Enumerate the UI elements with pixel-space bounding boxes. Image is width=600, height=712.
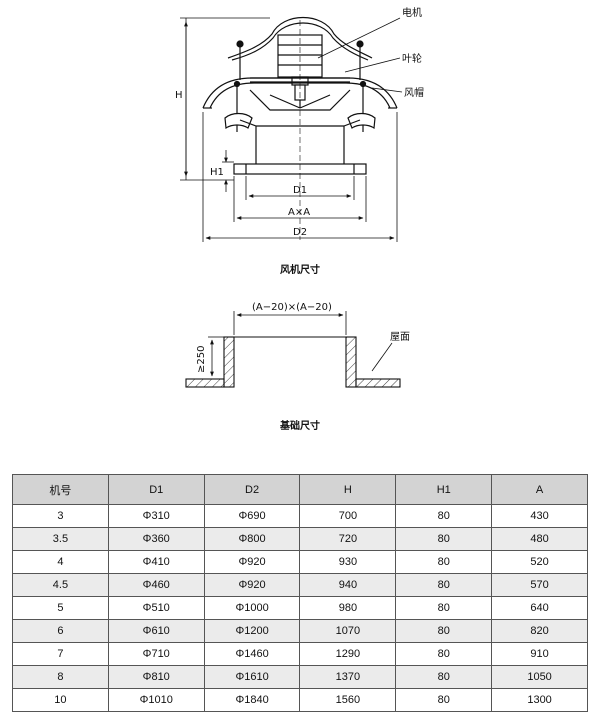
table-cell: 80 [395,550,493,574]
table-cell: 10 [12,688,109,712]
table-cell: Φ810 [107,665,205,689]
table-cell: Φ1000 [203,596,301,620]
table-cell: Φ800 [203,527,301,551]
header-h: H [299,474,397,505]
label-hood: 风帽 [404,86,424,99]
table-cell: Φ690 [203,504,301,528]
table-cell: 3.5 [12,527,109,551]
header-d2: D2 [203,474,301,505]
base-wall-right [345,336,357,388]
table-cell: Φ1010 [107,688,205,712]
header-h1: H1 [395,474,493,505]
base-dimension-diagram: (A−20)×(A−20) ≥250 屋面 [185,302,410,388]
label-roof: 屋面 [390,331,410,343]
table-cell: 5 [12,596,109,620]
table-cell: 430 [491,504,588,528]
table-cell: 640 [491,596,588,620]
label-h: H [175,90,183,101]
table-cell: 820 [491,619,588,643]
table-cell: 1370 [299,665,397,689]
label-d2: D2 [293,227,307,238]
roof-slab-right [355,378,401,388]
table-cell: 480 [491,527,588,551]
table-cell: Φ310 [107,504,205,528]
table-cell: 6 [12,619,109,643]
table-header-row: 机号 D1 D2 H H1 A [12,474,588,505]
fan-dimension-diagram: H H1 D1 A×A D2 电机 叶轮 风帽 [175,6,424,242]
table-cell: Φ360 [107,527,205,551]
table-cell: 80 [395,504,493,528]
label-axa: A×A [288,207,310,218]
table-cell: 930 [299,550,397,574]
table-cell: Φ460 [107,573,205,597]
table-cell: 3 [12,504,109,528]
table-cell: 80 [395,596,493,620]
table-cell: Φ610 [107,619,205,643]
table-cell: 720 [299,527,397,551]
label-min-height: ≥250 [196,346,207,373]
table-cell: 80 [395,619,493,643]
table-cell: Φ1610 [203,665,301,689]
label-opening: (A−20)×(A−20) [252,302,332,313]
table-cell: 80 [395,527,493,551]
table-cell: 8 [12,665,109,689]
header-d1: D1 [107,474,205,505]
label-motor: 电机 [402,6,422,19]
table-cell: 520 [491,550,588,574]
table-cell: 80 [395,573,493,597]
table-cell: 1300 [491,688,588,712]
table-cell: 700 [299,504,397,528]
table-cell: 7 [12,642,109,666]
table-cell: 1290 [299,642,397,666]
table-cell: 980 [299,596,397,620]
table-cell: Φ510 [107,596,205,620]
base-dimension-caption: 基础尺寸 [280,421,320,432]
table-cell: 1050 [491,665,588,689]
table-cell: 4 [12,550,109,574]
table-cell: 80 [395,688,493,712]
table-cell: Φ920 [203,573,301,597]
label-h1: H1 [210,167,224,178]
label-d1: D1 [293,185,307,196]
table-cell: Φ920 [203,550,301,574]
table-cell: Φ710 [107,642,205,666]
table-cell: 4.5 [12,573,109,597]
header-a: A [491,474,588,505]
hood-top-cap [227,16,373,59]
table-cell: Φ1840 [203,688,301,712]
table-cell: 1560 [299,688,397,712]
label-impeller: 叶轮 [402,52,422,65]
roof-slab-left [185,378,225,388]
table-cell: 910 [491,642,588,666]
base-wall-left [223,336,235,388]
table-cell: 80 [395,665,493,689]
table-cell: Φ1460 [203,642,301,666]
table-cell: 940 [299,573,397,597]
fan-dimension-caption: 风机尺寸 [280,265,320,276]
header-fan-number: 机号 [12,474,109,505]
table-cell: 570 [491,573,588,597]
table-cell: Φ410 [107,550,205,574]
table-cell: 80 [395,642,493,666]
table-cell: 1070 [299,619,397,643]
table-cell: Φ1200 [203,619,301,643]
